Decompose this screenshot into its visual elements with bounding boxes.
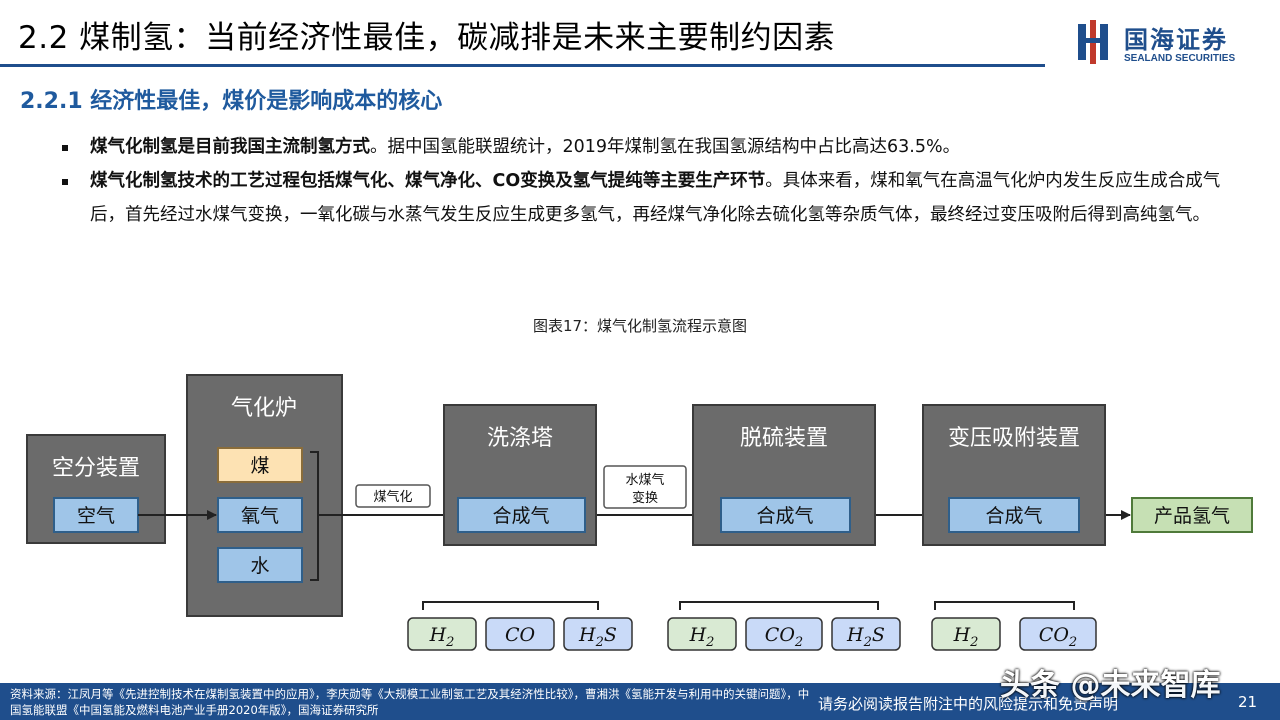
oxygen-label: 氧气 [241,505,279,527]
psa-output-co2-box [1019,617,1097,651]
psa-output-h2: H2 [953,624,979,650]
bullet-item: 煤气化制氢是目前我国主流制氢方式。据中国氢能联盟统计，2019年煤制氢在我国氢源… [62,130,1232,164]
desulf-output-h2-box [667,617,737,651]
source-note: 资料来源：江凤月等《先进控制技术在煤制氢装置中的应用》，李庆勋等《大规模工业制氢… [10,687,810,717]
shift-label-line1: 水煤气 [625,472,664,488]
psa-output-h2-box [931,617,1001,651]
desulf-output-h2: H2 [689,624,715,650]
psa-output-bracket [934,601,1075,610]
page-title: 2.2 煤制氢：当前经济性最佳，碳减排是未来主要制约因素 [18,20,836,56]
product-box [1131,497,1253,533]
disclaimer: 请务必阅读报告附注中的风险提示和免责声明 [818,695,1119,713]
figure-caption: 图表17：煤气化制氢流程示意图 [532,317,748,335]
logo-en-text: SEALAND SECURITIES [1124,53,1236,64]
bullet-list: 煤气化制氢是目前我国主流制氢方式。据中国氢能联盟统计，2019年煤制氢在我国氢源… [62,130,1232,232]
logo-cn-text: 国海证券 [1124,26,1228,54]
footer-bar [0,683,1280,720]
wash-output-co: CO [505,624,536,646]
psa-title: 变压吸附装置 [948,426,1080,451]
desulf-syngas-label: 合成气 [756,505,813,527]
desulf-output-co2-box [745,617,823,651]
process-flow-diagram: 空分装置 空气 气化炉 煤 氧气 水 煤气化 水煤气 变换 洗涤塔 合成气 脱硫… [26,374,1253,651]
bullet-bold: 煤气化制氢技术的工艺过程包括煤气化、煤气净化、CO变换及氢气提纯等主要生产环节 [90,171,766,191]
oxygen-box [217,497,303,533]
bullet-text: 。据中国氢能联盟统计，2019年煤制氢在我国氢源结构中占比高达63.5%。 [370,137,961,157]
wash-tower-title: 洗涤塔 [487,426,553,451]
section-subtitle: 2.2.1 经济性最佳，煤价是影响成本的核心 [20,89,443,114]
psa-syngas-box [948,497,1080,533]
bullet-item: 煤气化制氢技术的工艺过程包括煤气化、煤气净化、CO变换及氢气提纯等主要生产环节。… [62,164,1232,232]
air-separation-title: 空分装置 [52,456,140,481]
title-rule [0,64,1045,67]
coal-box [217,447,303,483]
bullet-text: 。具体来看，煤和氧气在高温气化炉内发生反应生成合成气后，首先经过水煤气变换，一氧… [90,171,1221,225]
air-box [53,497,139,533]
desulf-output-bracket [679,601,879,610]
gasify-label-box [355,484,431,508]
air-label: 空气 [77,505,115,527]
shift-label-line2: 变换 [632,490,658,506]
wash-output-h2s-box [563,617,633,651]
wash-syngas-box [457,497,586,533]
wash-output-h2-box [407,617,477,651]
gasify-label: 煤气化 [373,489,412,505]
desulf-output-h2s-box [831,617,901,651]
brand-logo: 国海证券 SEALAND SECURITIES [1076,18,1266,70]
wash-syngas-label: 合成气 [492,505,549,527]
product-label: 产品氢气 [1154,505,1230,527]
psa-output-co2: CO2 [1039,624,1077,650]
gasifier-title: 气化炉 [231,396,297,421]
desulf-syngas-box [720,497,851,533]
bullet-bold: 煤气化制氢是目前我国主流制氢方式 [90,137,370,157]
wash-output-h2: H2 [429,624,455,650]
shift-label-box [603,465,687,509]
sealand-logo-icon [1078,20,1108,64]
wash-output-h2s: H2S [578,624,617,650]
wash-output-co-box [485,617,555,651]
desulf-title: 脱硫装置 [740,426,828,451]
water-box [217,547,303,583]
watermark: 头条 @未来智库 [1000,668,1221,703]
psa-syngas-label: 合成气 [985,505,1042,527]
desulf-output-co2: CO2 [765,624,803,650]
coal-label: 煤 [250,455,269,477]
water-label: 水 [250,555,269,577]
wash-output-bracket [422,601,599,610]
desulf-output-h2s: H2S [846,624,885,650]
page-number: 21 [1238,693,1258,711]
